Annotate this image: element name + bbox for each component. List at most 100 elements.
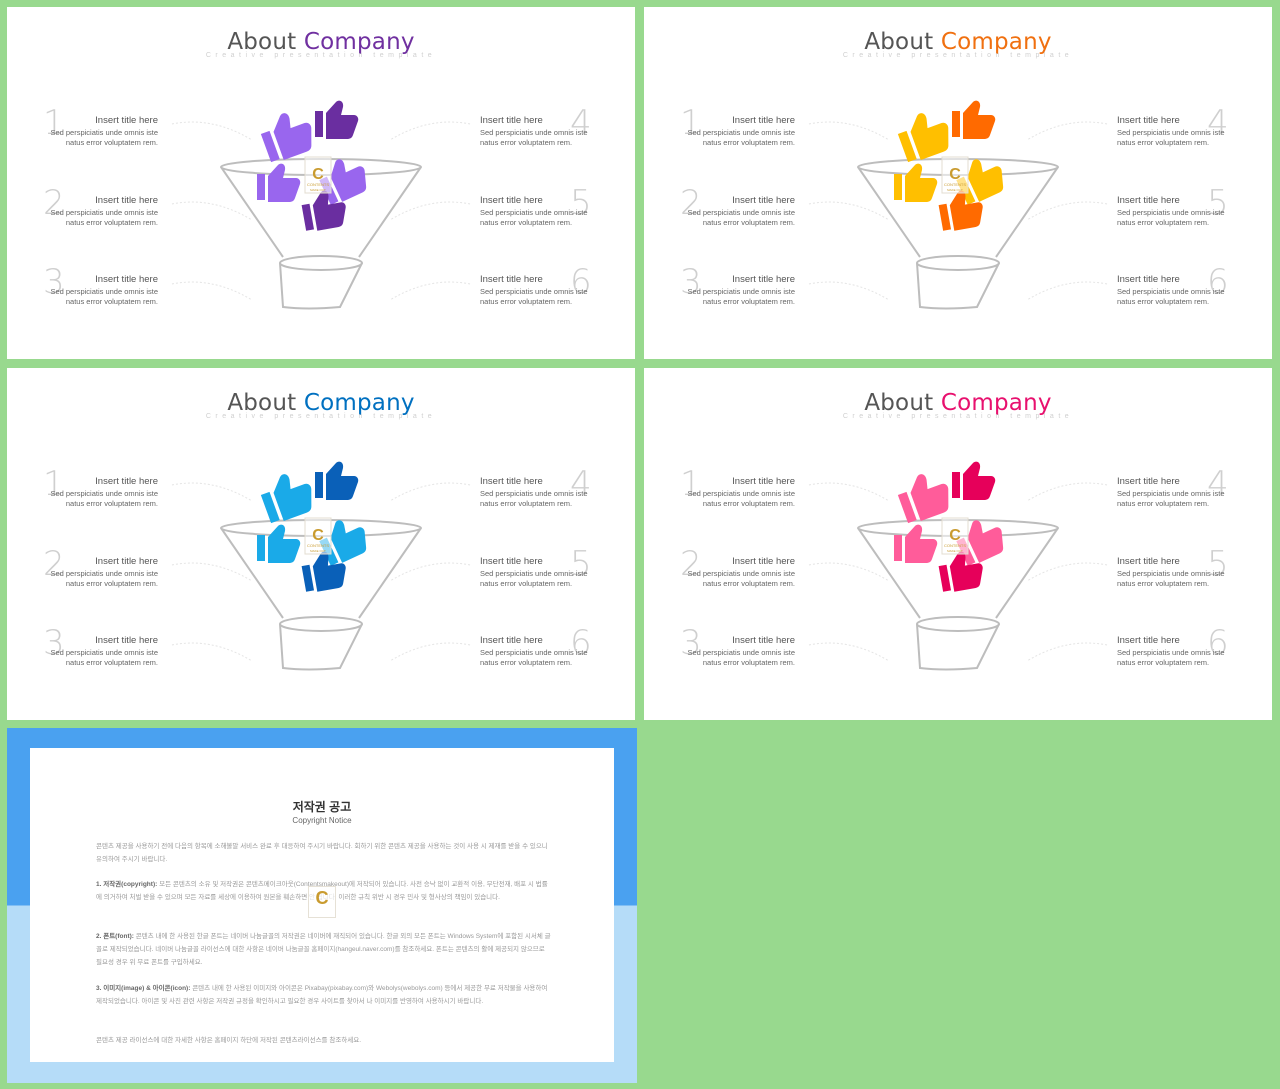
- title-word-about: About: [227, 29, 297, 55]
- item-description-line2: natus error voluptatem rem.: [480, 138, 573, 147]
- connector-arc-left: [808, 201, 890, 221]
- item-number: 3: [43, 262, 65, 302]
- item-description-line2: natus error voluptatem rem.: [702, 658, 795, 667]
- item-title: Insert title here: [95, 635, 158, 646]
- thumbs-up-icon: [315, 100, 359, 139]
- connector-arc-left: [171, 562, 253, 582]
- notice-copyright-paragraph: 1. 저작권(copyright): 모든 콘텐츠의 소유 및 저작권은 콘텐츠…: [96, 878, 551, 904]
- item-description-line1: Sed perspiciatis unde omnis iste: [687, 648, 795, 657]
- connector-arc-right: [389, 201, 471, 221]
- item-description-line2: natus error voluptatem rem.: [702, 297, 795, 306]
- item-description-line1: Sed perspiciatis unde omnis iste: [480, 569, 588, 578]
- item-title: Insert title here: [1117, 195, 1180, 206]
- title-word-company: Company: [940, 390, 1052, 416]
- item-description-line2: natus error voluptatem rem.: [480, 297, 573, 306]
- watermark-line1: CONTENTS: [944, 543, 966, 548]
- copyright-notice-slide[interactable]: 저작권 공고 Copyright Notice 콘텐츠 제공을 사용하기 전에 …: [7, 728, 637, 1083]
- watermark-letter: C: [949, 527, 961, 544]
- item-title: Insert title here: [480, 195, 543, 206]
- thumbs-up-icon: [897, 113, 949, 163]
- connector-arc-right: [1026, 482, 1108, 502]
- slide-subtitle: Creative presentation template: [842, 413, 1074, 420]
- connector-arc-left: [171, 201, 253, 221]
- item-description-line1: Sed perspiciatis unde omnis iste: [1117, 287, 1225, 296]
- item-description-line1: Sed perspiciatis unde omnis iste: [687, 128, 795, 137]
- connector-arc-right: [389, 482, 471, 502]
- connector-arc-right: [1026, 281, 1108, 301]
- slide-title: About Company: [644, 390, 1272, 416]
- slide-subtitle: Creative presentation template: [205, 413, 437, 420]
- watermark-line1: CONTENTS: [307, 543, 329, 548]
- watermark-line2: MAKE OUT: [947, 188, 963, 192]
- item-description-line2: natus error voluptatem rem.: [702, 218, 795, 227]
- item-description-line1: Sed perspiciatis unde omnis iste: [50, 128, 158, 137]
- slide-title: About Company: [7, 390, 635, 416]
- item-number: 4: [1207, 103, 1229, 143]
- connector-lines: [808, 482, 1108, 662]
- item-title: Insert title here: [480, 476, 543, 487]
- item-description-line1: Sed perspiciatis unde omnis iste: [50, 569, 158, 578]
- slide-subtitle: Creative presentation template: [205, 52, 437, 59]
- notice-image-body: 콘텐츠 내에 한 사용된 이미지와 아이콘은 Pixabay(pixabay.c…: [96, 985, 548, 1005]
- item-number: 6: [1207, 262, 1229, 302]
- item-number: 2: [43, 183, 65, 223]
- notice-title: 저작권 공고: [292, 800, 352, 814]
- notice-paper: 저작권 공고 Copyright Notice 콘텐츠 제공을 사용하기 전에 …: [30, 748, 614, 1062]
- item-description-line1: Sed perspiciatis unde omnis iste: [480, 287, 588, 296]
- watermark-logo: C: [308, 886, 336, 918]
- connector-arc-left: [808, 642, 890, 662]
- notice-image-paragraph: 3. 이미지(image) & 아이콘(icon): 콘텐츠 내에 한 사용된 …: [96, 982, 551, 1008]
- item-description-line1: Sed perspiciatis unde omnis iste: [1117, 569, 1225, 578]
- item-number: 3: [680, 262, 702, 302]
- connector-arc-right: [389, 121, 471, 141]
- item-description-line2: natus error voluptatem rem.: [65, 499, 158, 508]
- connector-arc-right: [389, 562, 471, 582]
- connector-arc-left: [171, 121, 253, 141]
- connector-arc-left: [808, 562, 890, 582]
- item-description-line2: natus error voluptatem rem.: [65, 297, 158, 306]
- item-number: 5: [570, 183, 592, 223]
- item-description-line2: natus error voluptatem rem.: [1117, 138, 1210, 147]
- item-number: 2: [680, 544, 702, 584]
- title-word-about: About: [227, 390, 297, 416]
- item-description-line1: Sed perspiciatis unde omnis iste: [687, 208, 795, 217]
- connector-arc-left: [171, 281, 253, 301]
- thumbs-up-icon: [894, 524, 938, 563]
- item-number: 4: [1207, 464, 1229, 504]
- connector-arc-right: [1026, 562, 1108, 582]
- item-number: 5: [570, 544, 592, 584]
- item-number: 1: [43, 103, 65, 143]
- thumbs-up-icon: [952, 100, 996, 139]
- connector-arc-right: [389, 281, 471, 301]
- thumbs-up-icon: [301, 190, 346, 231]
- item-description-line1: Sed perspiciatis unde omnis iste: [687, 489, 795, 498]
- item-description-line2: natus error voluptatem rem.: [702, 138, 795, 147]
- item-number: 6: [570, 262, 592, 302]
- slide-title: About Company: [644, 29, 1272, 55]
- item-title: Insert title here: [95, 274, 158, 285]
- item-description-line1: Sed perspiciatis unde omnis iste: [687, 569, 795, 578]
- item-title: Insert title here: [480, 556, 543, 567]
- item-number: 6: [570, 623, 592, 663]
- item-title: Insert title here: [1117, 274, 1180, 285]
- item-description-line2: natus error voluptatem rem.: [65, 658, 158, 667]
- item-description-line1: Sed perspiciatis unde omnis iste: [480, 648, 588, 657]
- title-word-about: About: [864, 29, 934, 55]
- item-number: 2: [680, 183, 702, 223]
- connector-arc-left: [171, 482, 253, 502]
- item-title: Insert title here: [1117, 115, 1180, 126]
- item-title: Insert title here: [1117, 635, 1180, 646]
- notice-subtitle: Copyright Notice: [292, 816, 352, 825]
- notice-image-heading: 3. 이미지(image) & 아이콘(icon):: [96, 985, 191, 992]
- thumbs-up-icon: [301, 551, 346, 592]
- item-number: 4: [570, 464, 592, 504]
